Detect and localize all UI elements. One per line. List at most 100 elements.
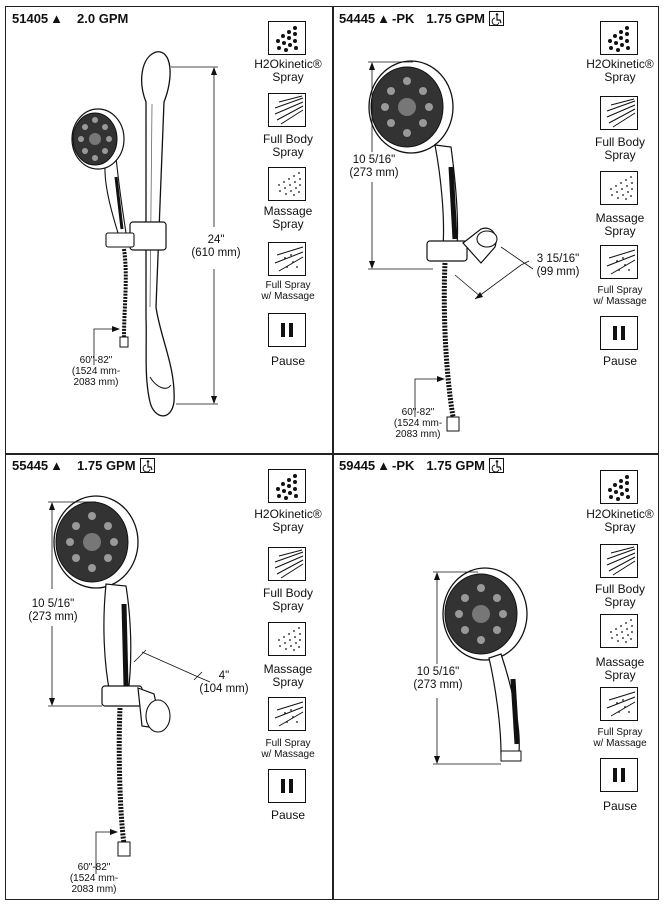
height-dimension: 24" (610 mm) xyxy=(186,234,246,260)
triangle-mark: ▲ xyxy=(377,458,391,473)
spray-label-2: Spray xyxy=(272,520,304,534)
massage-spray-icon xyxy=(600,614,638,648)
model-suffix: -PK xyxy=(392,458,415,473)
dim-mm: (273 mm) xyxy=(349,167,399,179)
full-body-spray-icon xyxy=(268,93,306,127)
pause-icon xyxy=(268,769,306,803)
spray-label: Full Spray xyxy=(265,280,311,291)
wheelchair-accessible-icon xyxy=(488,11,504,26)
model-number: 59445 xyxy=(339,458,376,473)
spray-label: Full Spray xyxy=(597,727,643,738)
massage-spray-icon xyxy=(600,171,638,205)
spray-label: H2Okinetic® xyxy=(254,57,322,71)
spray-label: Full Spray xyxy=(597,285,643,296)
spray-label-2: Spray xyxy=(604,148,636,162)
reach-mm: (104 mm) xyxy=(199,683,249,695)
hose-length-label: 60"-82" (1524 mm- 2083 mm) xyxy=(54,862,134,895)
handshower-handle xyxy=(104,156,127,234)
spray-label: Massage xyxy=(263,204,313,218)
spray-label-2: w/ Massage xyxy=(593,296,647,307)
triangle-mark: ▲ xyxy=(377,11,391,26)
pause-icon xyxy=(268,313,306,347)
spec-sheet: 51405▲2.0 GPM xyxy=(5,6,659,900)
spray-label: Full Body xyxy=(594,135,646,149)
model-number: 54445 xyxy=(339,11,376,26)
height-dimension: 10 5/16" (273 mm) xyxy=(18,598,88,624)
spray-label-2: Spray xyxy=(604,595,636,609)
dim-mm: (273 mm) xyxy=(413,679,463,691)
dim-inches: 24" xyxy=(207,234,225,246)
horizontal-divider xyxy=(6,453,658,455)
h2okinetic-icon xyxy=(600,470,638,504)
flow-rate: 1.75 GPM xyxy=(426,458,485,473)
full-body-spray-icon xyxy=(600,96,638,130)
h2okinetic-icon xyxy=(268,21,306,55)
full-spray-massage-icon xyxy=(268,242,306,276)
slider-holder xyxy=(129,221,167,251)
hose-mm-start: (1524 mm- xyxy=(71,366,121,377)
spray-label: Massage xyxy=(263,662,313,676)
spray-label-2: Spray xyxy=(604,668,636,682)
full-body-spray-icon xyxy=(600,544,638,578)
wheelchair-accessible-icon xyxy=(139,458,155,473)
full-spray-massage-icon xyxy=(600,687,638,721)
h2okinetic-icon xyxy=(268,469,306,503)
spray-label: Massage xyxy=(595,211,645,225)
flow-rate: 1.75 GPM xyxy=(77,458,136,473)
dim-inches: 10 5/16" xyxy=(31,598,75,610)
spray-label: Pause xyxy=(270,354,306,368)
hose-length-label: 60"-82" (1524 mm- 2083 mm) xyxy=(378,407,458,440)
spray-label: H2Okinetic® xyxy=(254,507,322,521)
hose xyxy=(116,707,127,845)
reach-inches: 3 15/16" xyxy=(536,253,580,265)
model-number: 55445 xyxy=(12,458,49,473)
spray-label: Full Body xyxy=(262,586,314,600)
height-dimension: 10 5/16" (273 mm) xyxy=(403,666,473,692)
spray-label: H2Okinetic® xyxy=(586,57,654,71)
slide-bar-shower-drawing xyxy=(71,51,218,417)
spray-label: Massage xyxy=(595,655,645,669)
dim-mm: (610 mm) xyxy=(191,247,241,259)
spray-label: H2Okinetic® xyxy=(586,507,654,521)
spray-label-2: Spray xyxy=(272,217,304,231)
hose-inches: 60"-82" xyxy=(79,355,113,366)
hose-mm-start: (1524 mm- xyxy=(393,418,443,429)
dim-mm: (273 mm) xyxy=(28,611,78,623)
wall-mount-shower-drawing xyxy=(368,60,534,432)
wall-mount-shower-drawing xyxy=(48,495,211,874)
product-panel-59445-pk: 59445▲-PK 1.75 GPM 10 5/16" (273 mm) xyxy=(333,454,659,900)
dim-inches: 10 5/16" xyxy=(352,154,396,166)
reach-dimension: 4" (104 mm) xyxy=(194,670,254,696)
reach-dimension: 3 15/16" (99 mm) xyxy=(523,253,593,279)
spray-label-2: Spray xyxy=(604,520,636,534)
triangle-mark: ▲ xyxy=(50,458,64,473)
spray-label-2: Spray xyxy=(604,70,636,84)
triangle-mark: ▲ xyxy=(50,11,64,26)
hose-inches: 60"-82" xyxy=(77,862,111,873)
spray-label: Full Body xyxy=(594,582,646,596)
model-suffix: -PK xyxy=(392,11,415,26)
reach-mm: (99 mm) xyxy=(536,266,580,278)
wall-holder xyxy=(101,685,143,707)
spray-label: Pause xyxy=(270,808,306,822)
hose-mm-end: 2083 mm) xyxy=(73,377,119,388)
spray-label: Full Spray xyxy=(265,738,311,749)
full-spray-massage-icon xyxy=(600,245,638,279)
product-panel-55445: 55445▲ 1.75 GPM xyxy=(6,454,332,900)
spray-label: Pause xyxy=(602,354,638,368)
hose-inches: 60"-82" xyxy=(401,407,435,418)
dim-inches: 10 5/16" xyxy=(416,666,460,678)
reach-inches: 4" xyxy=(218,670,230,682)
hose xyxy=(122,248,128,338)
height-dimension: 10 5/16" (273 mm) xyxy=(339,154,409,180)
pause-icon xyxy=(600,316,638,350)
handshower-drawing xyxy=(433,567,528,765)
h2okinetic-icon xyxy=(600,21,638,55)
spray-label: Full Body xyxy=(262,132,314,146)
hose-mm-end: 2083 mm) xyxy=(395,429,441,440)
spray-label-2: Spray xyxy=(604,224,636,238)
product-title: 55445▲ 1.75 GPM xyxy=(12,458,155,473)
spray-label-2: Spray xyxy=(272,70,304,84)
